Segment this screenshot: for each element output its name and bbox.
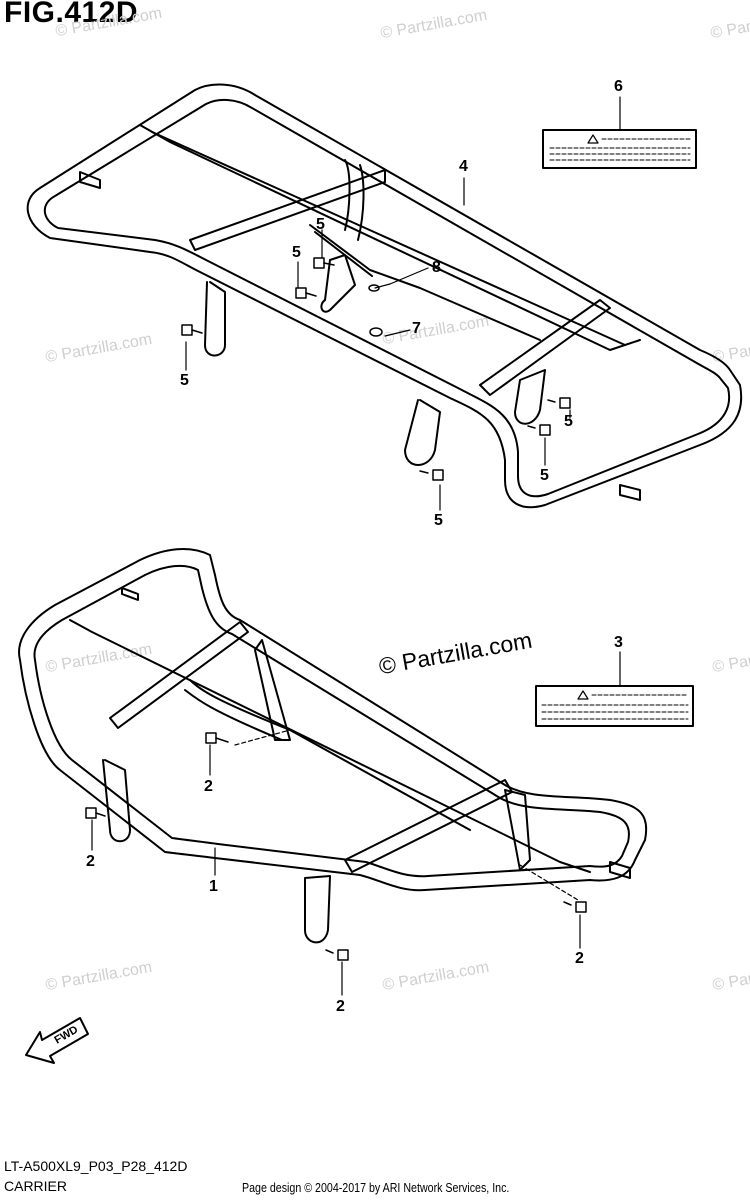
warning-label-6 — [542, 129, 697, 169]
callout-5: 5 — [434, 512, 443, 529]
diagram-name: CARRIER — [4, 1178, 68, 1194]
callout-5: 5 — [292, 244, 301, 261]
callout-2: 2 — [204, 778, 213, 795]
front-carrier-frame — [18, 548, 648, 944]
callout-2: 2 — [575, 950, 584, 967]
callout-8: 8 — [432, 259, 441, 276]
callout-2: 2 — [336, 998, 345, 1015]
callout-1: 1 — [209, 878, 218, 895]
warning-label-3 — [535, 685, 694, 727]
callout-3: 3 — [614, 634, 623, 651]
callout-6: 6 — [614, 78, 623, 95]
callout-2: 2 — [86, 853, 95, 870]
callout-5: 5 — [564, 413, 573, 430]
figure-title: FIG.412D — [4, 0, 139, 29]
rear-carrier-frame — [26, 83, 743, 509]
callout-5: 5 — [180, 372, 189, 389]
callout-4: 4 — [459, 158, 468, 175]
fwd-arrow-icon — [25, 1017, 89, 1064]
callout-7: 7 — [412, 320, 421, 337]
callout-5: 5 — [316, 216, 325, 233]
diagram-code: LT-A500XL9_P03_P28_412D — [4, 1158, 188, 1174]
callout-5: 5 — [540, 467, 549, 484]
copyright-credit: Page design © 2004-2017 by ARI Network S… — [242, 1180, 510, 1195]
